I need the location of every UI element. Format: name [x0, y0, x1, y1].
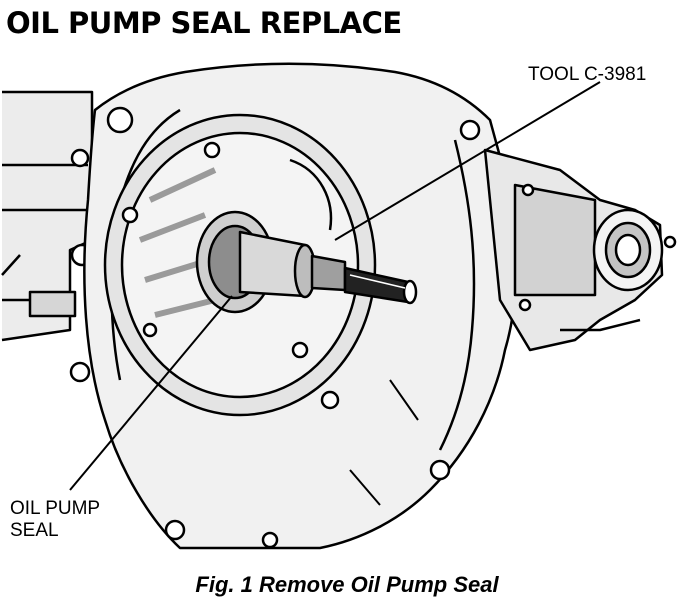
engine-block-left: [1, 90, 94, 383]
seal-label: OIL PUMP SEAL: [10, 498, 100, 542]
tool-label: TOOL C-3981: [528, 64, 646, 86]
extension-housing: [483, 148, 677, 352]
figure-caption: Fig. 1 Remove Oil Pump Seal: [195, 572, 499, 597]
page-title: OIL PUMP SEAL REPLACE: [6, 6, 402, 40]
seal-label-line1: OIL PUMP: [10, 498, 101, 519]
tool-c-3981: [238, 230, 418, 305]
tool-leader-line: [334, 81, 601, 241]
tool-label-text: TOOL C-3981: [528, 64, 647, 85]
seal-leader-line: [69, 295, 233, 491]
seal-label-line2: SEAL: [10, 520, 59, 541]
leader-lines: [69, 81, 601, 491]
